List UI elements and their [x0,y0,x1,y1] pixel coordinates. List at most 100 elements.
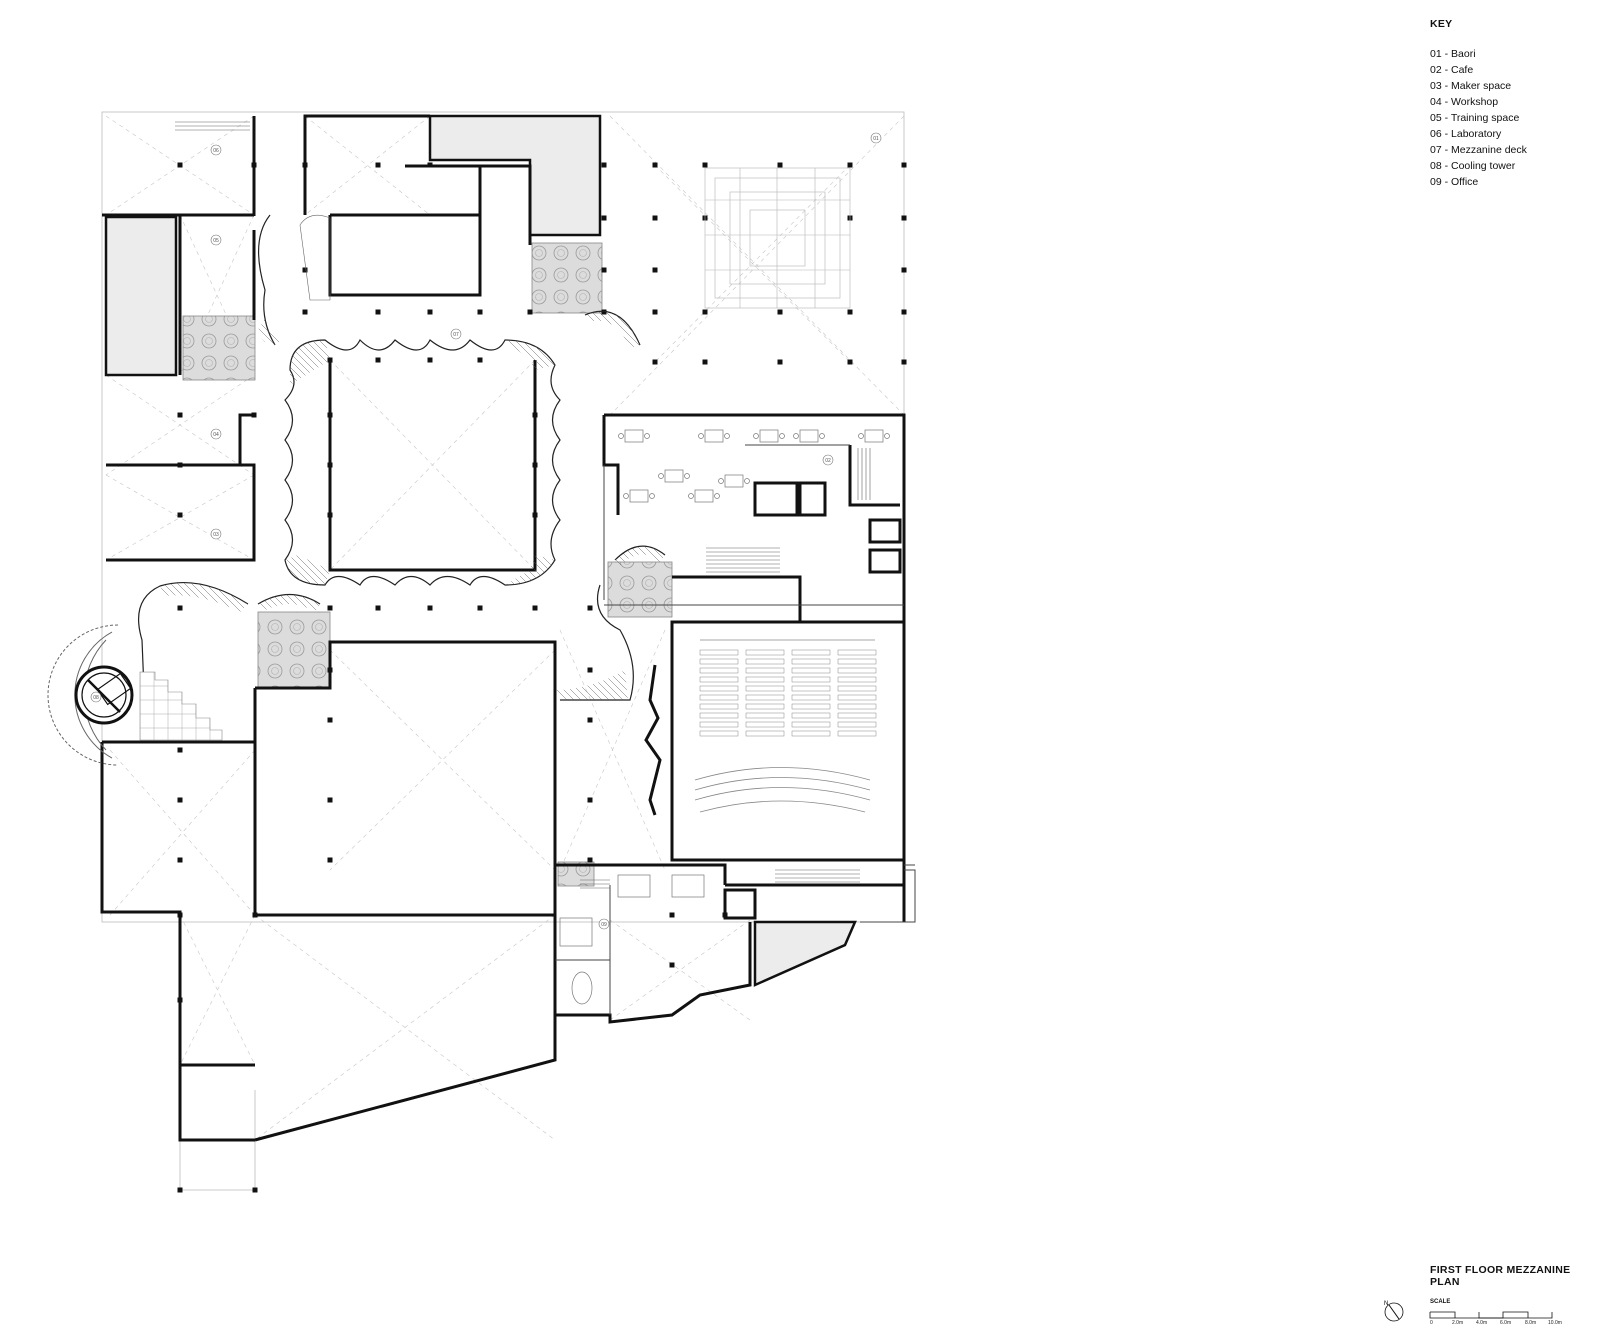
column [427,357,433,363]
north-arrow-icon: N [1384,1301,1404,1322]
cafe-chair [793,433,799,439]
seat-row [837,721,877,728]
cafe-chair [688,493,694,499]
column [327,412,333,418]
room-tag: 09 [598,918,610,930]
seat-row [699,676,739,683]
column [327,667,333,673]
scale-tick-label: 4.0m [1476,1320,1488,1326]
seat-row [699,721,739,728]
column [777,162,783,168]
column [669,962,675,968]
column [327,797,333,803]
column [375,605,381,611]
column [327,605,333,611]
column [252,912,258,918]
column [587,605,593,611]
cafe-table [759,429,779,443]
plan-title: FIRST FLOOR MEZZANINE PLAN [1430,1264,1571,1288]
seat-row [745,667,785,674]
column [587,797,593,803]
seat-row [791,730,831,737]
cafe-chair [684,473,690,479]
zigzag-wall [644,664,662,816]
room-tag-label: 08 [93,695,99,701]
seat-row [791,712,831,719]
column [847,359,853,365]
column [177,412,183,418]
key-item: 02 - Cafe [1430,64,1474,76]
key-item: 09 - Office [1430,176,1479,188]
seat-row [699,712,739,719]
seat-row [791,649,831,656]
column [901,359,907,365]
cafe-chair [884,433,890,439]
room-tag: 04 [210,428,222,440]
column [601,215,607,221]
column [375,309,381,315]
scale-tick-label: 10.0m [1548,1320,1562,1326]
stairs [175,121,871,889]
column [375,357,381,363]
office-furniture [559,874,705,1005]
seat-row [699,694,739,701]
seat-row [837,676,877,683]
seat-row [791,676,831,683]
cafe-chair [744,478,750,484]
scale-tick-label: 6.0m [1500,1320,1512,1326]
room-tag-label: 02 [825,458,831,464]
scale-tick-label: 0 [1430,1320,1433,1326]
seat-row [699,730,739,737]
seat-row [791,685,831,692]
cafe-chair [698,433,704,439]
seat-row [791,694,831,701]
seat-row [745,685,785,692]
column [652,162,658,168]
column [777,359,783,365]
key-item: 01 - Baori [1430,48,1476,60]
mezzanine-edge-hatch [160,311,665,700]
room-tag-label: 09 [601,922,607,928]
scale-tick-label: 8.0m [1525,1320,1537,1326]
column [702,359,708,365]
column [251,162,257,168]
seat-row [745,694,785,701]
seat-row [837,649,877,656]
column [901,267,907,273]
cafe-chair [658,473,664,479]
seat-row [699,649,739,656]
column [669,912,675,918]
seat-row [791,658,831,665]
shaded-rooms [104,114,857,987]
column [177,912,183,918]
room-tag: 08 [90,691,102,703]
column [177,997,183,1003]
room-diagonals [105,115,905,1141]
cafe-chair [858,433,864,439]
column [327,512,333,518]
seat-row [837,694,877,701]
cafe-chair [644,433,650,439]
column [587,857,593,863]
column [427,309,433,315]
auditorium-seating [699,649,877,737]
key-item: 08 - Cooling tower [1430,160,1516,172]
column [901,309,907,315]
column [177,162,183,168]
seat-row [837,730,877,737]
cafe-chair [718,478,724,484]
cafe-chair [623,493,629,499]
cafe-furniture [618,429,890,503]
column [722,912,728,918]
seat-row [699,667,739,674]
column [427,162,433,168]
column [601,162,607,168]
seat-row [837,658,877,665]
seat-row [745,676,785,683]
column [477,309,483,315]
cafe-table [664,469,684,483]
key-item: 04 - Workshop [1430,96,1499,108]
seat-row [699,703,739,710]
